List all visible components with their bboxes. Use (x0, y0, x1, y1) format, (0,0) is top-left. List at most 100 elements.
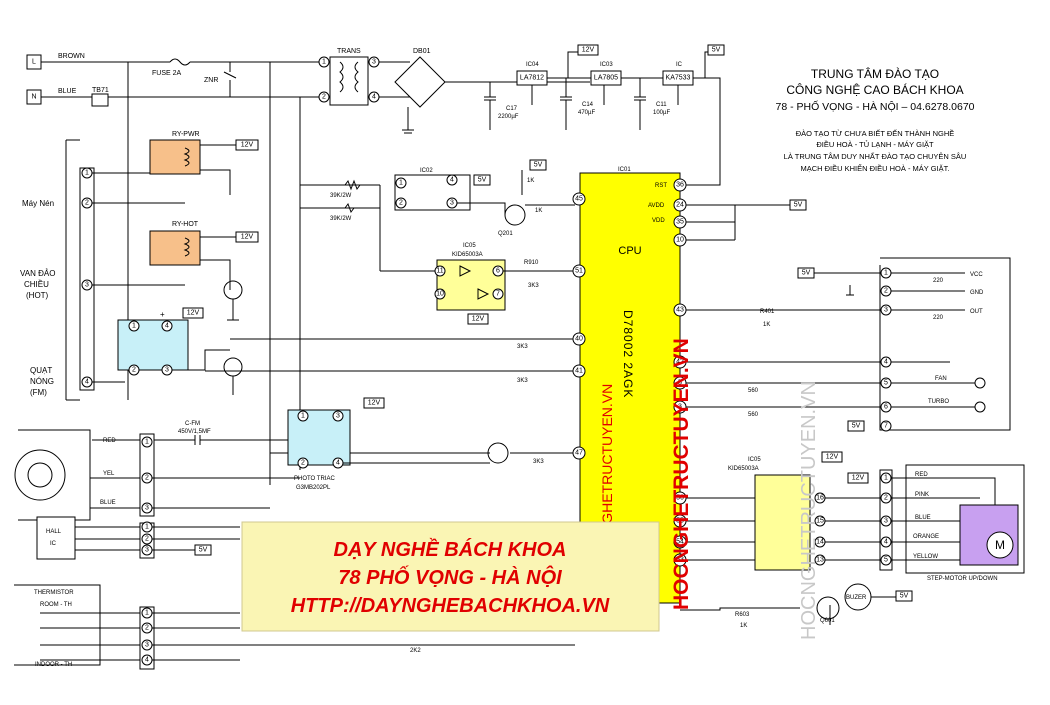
svg-text:220: 220 (933, 315, 944, 321)
fan-motor-icon (14, 449, 66, 501)
svg-text:3: 3 (145, 642, 149, 649)
svg-text:2K2: 2K2 (410, 648, 421, 654)
znr-symbol (223, 62, 237, 97)
svg-text:24: 24 (676, 202, 684, 209)
ic05-left: IC05 KID65003A 11 10 6 7 12V R910 3K3 (379, 185, 575, 325)
relay-pwr (149, 139, 201, 175)
svg-text:7: 7 (496, 291, 500, 298)
svg-text:6: 6 (496, 268, 500, 275)
svg-text:BUZER: BUZER (846, 595, 867, 601)
svg-text:2: 2 (322, 94, 326, 101)
svg-text:ORANGE: ORANGE (913, 534, 939, 540)
tb71-label: TB71 (92, 87, 109, 94)
ic02-box (394, 174, 471, 211)
svg-text:PHOTO TRIAC: PHOTO TRIAC (294, 476, 335, 482)
svg-text:R910: R910 (524, 260, 539, 266)
label-quat-1: QUẠT (30, 366, 52, 375)
svg-text:TURBO: TURBO (928, 399, 949, 405)
svg-text:RED: RED (103, 438, 116, 444)
svg-text:5V: 5V (712, 47, 721, 54)
svg-text:PINK: PINK (915, 492, 929, 498)
svg-text:3K3: 3K3 (533, 459, 544, 465)
label-quat-2: NÓNG (30, 377, 54, 386)
svg-text:35: 35 (676, 219, 684, 226)
svg-text:450V/1,5MF: 450V/1,5MF (178, 429, 211, 435)
svg-text:12V: 12V (826, 454, 839, 461)
svg-text:ROOM - TH: ROOM - TH (40, 602, 72, 608)
svg-text:2: 2 (399, 200, 403, 207)
svg-text:C17: C17 (506, 106, 518, 112)
svg-text:220: 220 (933, 278, 944, 284)
q601-transistor (816, 596, 840, 620)
ry-pwr-label: RY-PWR (172, 131, 200, 138)
svg-text:3: 3 (336, 413, 340, 420)
svg-text:4: 4 (85, 379, 89, 386)
db01-label: DB01 (413, 48, 431, 55)
svg-text:5: 5 (678, 380, 682, 387)
svg-text:41: 41 (575, 368, 583, 375)
svg-text:R401: R401 (760, 309, 775, 315)
svg-text:4: 4 (336, 460, 340, 467)
tb71-box (91, 93, 109, 107)
header-line-1: TRUNG TÂM ĐÀO TẠO (811, 66, 939, 81)
header-line-7: MẠCH ĐIỀU KHIỂN ĐIỀU HOÀ - MÁY GIẶT. (800, 163, 949, 173)
svg-text:470µF: 470µF (578, 110, 595, 116)
svg-text:3K3: 3K3 (528, 283, 539, 289)
svg-text:4: 4 (145, 657, 149, 664)
svg-text:12V: 12V (852, 475, 865, 482)
svg-text:VCC: VCC (970, 272, 983, 278)
svg-text:16: 16 (816, 495, 824, 502)
svg-text:560: 560 (748, 412, 759, 418)
svg-text:12V: 12V (241, 142, 254, 149)
svg-text:14: 14 (816, 539, 824, 546)
terminal-n-label: N (31, 94, 36, 101)
ic05-right-box (754, 474, 811, 571)
svg-text:4: 4 (884, 539, 888, 546)
svg-text:3: 3 (450, 200, 454, 207)
svg-text:5V: 5V (478, 177, 487, 184)
svg-text:3K3: 3K3 (517, 344, 528, 350)
opto-section: 39K/2W 39K/2W IC02 1 2 4 3 5V Q201 5V 1K… (300, 159, 575, 237)
svg-text:56: 56 (676, 495, 684, 502)
transistor-hot (223, 280, 243, 300)
svg-text:42: 42 (676, 359, 684, 366)
svg-text:54: 54 (676, 539, 684, 546)
ic-part: KA7533 (666, 75, 691, 82)
q201-transistor (504, 204, 526, 226)
svg-text:560: 560 (748, 388, 759, 394)
svg-text:1: 1 (145, 524, 149, 531)
svg-text:BLUE: BLUE (100, 500, 116, 506)
relay-section: RY-PWR 12V RY-HOT 12V + 12V 1 2 4 3 (117, 131, 259, 395)
ic03-part: LA7805 (594, 75, 618, 82)
svg-text:2: 2 (145, 625, 149, 632)
svg-text:1K: 1K (740, 623, 747, 629)
svg-text:4: 4 (372, 94, 376, 101)
svg-text:12V: 12V (582, 47, 595, 54)
svg-text:12V: 12V (472, 316, 485, 323)
svg-text:3: 3 (85, 282, 89, 289)
svg-text:2: 2 (132, 367, 136, 374)
svg-text:IC05: IC05 (748, 457, 761, 463)
svg-text:47: 47 (575, 450, 583, 457)
svg-text:5V: 5V (794, 202, 803, 209)
svg-text:C11: C11 (656, 102, 667, 108)
svg-text:AVDD: AVDD (648, 203, 665, 209)
label-van-1: VAN ĐẢO (20, 269, 55, 278)
svg-text:GND: GND (970, 290, 984, 296)
watermark-grey: HOCNGHETRUCTUYEN.VN (798, 381, 820, 640)
svg-text:6: 6 (884, 404, 888, 411)
svg-text:1: 1 (85, 170, 89, 177)
header-line-3: 78 - PHỐ VỌNG - HÀ NỘI – 04.6278.0670 (775, 99, 974, 113)
header-line-2: CÔNG NGHỆ CAO BÁCH KHOA (786, 82, 963, 97)
v12-tag-top (577, 44, 599, 56)
svg-text:BLUE: BLUE (915, 515, 931, 521)
svg-text:2: 2 (145, 536, 149, 543)
terminal-l-label: L (32, 59, 36, 66)
svg-text:IC: IC (50, 541, 57, 547)
svg-text:2200µF: 2200µF (498, 114, 519, 120)
svg-text:5V: 5V (802, 270, 811, 277)
transformer (329, 56, 369, 106)
svg-text:1: 1 (884, 475, 888, 482)
svg-text:1: 1 (399, 180, 403, 187)
